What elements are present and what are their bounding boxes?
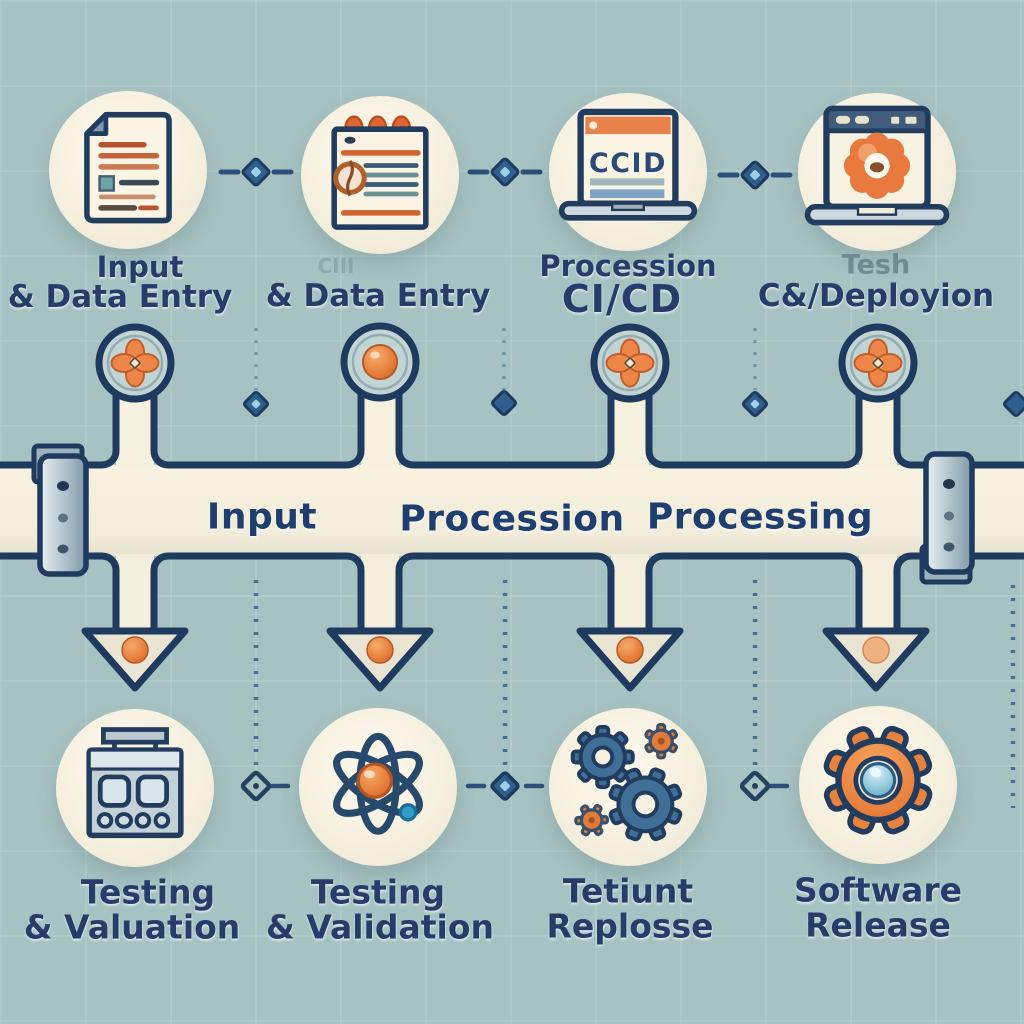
left-bracket: [31, 443, 89, 577]
document-icon: [49, 91, 207, 249]
stage-3-label-line1: Procession: [539, 249, 717, 283]
release-gear-icon: [799, 706, 957, 864]
down-arrow-1: [81, 627, 189, 692]
stage-3-label-line2: CI/CD: [561, 277, 683, 321]
bottom-1-label-line2: & Valuation: [23, 907, 241, 947]
laptop-ci-cd-icon: CCID: [549, 93, 707, 251]
bottom-diamonds: [240, 770, 790, 802]
bar-segment-label-1: Input: [206, 496, 318, 538]
stage-2-label-line2: & Data Entry: [265, 278, 491, 314]
stage-2-ghost-text: CIII: [317, 254, 355, 278]
timeline-nodes: [95, 322, 918, 403]
laptop-flower-icon: [798, 93, 956, 251]
right-bracket: [919, 451, 975, 585]
lower-dashed-guides: [253, 580, 1016, 808]
atom-icon: [299, 708, 457, 866]
laptop-screen-text: CCID: [589, 148, 667, 179]
bar-segment-label-2: Procession: [399, 498, 625, 540]
gears-icon: [549, 708, 707, 866]
bar-segment-label-3: Processing: [646, 496, 874, 538]
bottom-2-label-line2: & Validation: [265, 907, 495, 947]
down-arrows: [81, 627, 930, 692]
down-arrow-3: [576, 627, 684, 692]
connector-diamond: [241, 157, 770, 190]
testing-machine-icon: [56, 709, 214, 867]
mid-diamonds: [243, 390, 1024, 417]
bottom-3-label-line1: Tetiunt: [562, 871, 694, 911]
node-flower-3: [590, 323, 670, 403]
notepad-icon: [301, 96, 459, 254]
down-arrow-4: [822, 627, 930, 692]
top-connectors: [218, 157, 793, 190]
stage-4-label-line2: C&/Deployion: [757, 278, 995, 314]
node-flower-1: [95, 323, 175, 403]
bottom-1-label-line1: Testing: [80, 872, 216, 912]
bottom-3-label-line2: Replosse: [546, 906, 714, 946]
bottom-2-label-line1: Testing: [310, 872, 446, 912]
stage-4-ghost-text: Tesh: [841, 249, 911, 281]
stage-1-label-line2: & Data Entry: [7, 279, 233, 315]
bottom-4-label-line1: Software: [794, 870, 962, 910]
down-arrow-2: [326, 627, 434, 692]
upper-dashed-guides: [254, 328, 757, 390]
node-ball-2: [340, 322, 420, 402]
bottom-4-label-line2: Release: [805, 905, 951, 945]
stage-1-label-line1: Input: [96, 250, 184, 284]
node-flower-4: [838, 323, 918, 403]
